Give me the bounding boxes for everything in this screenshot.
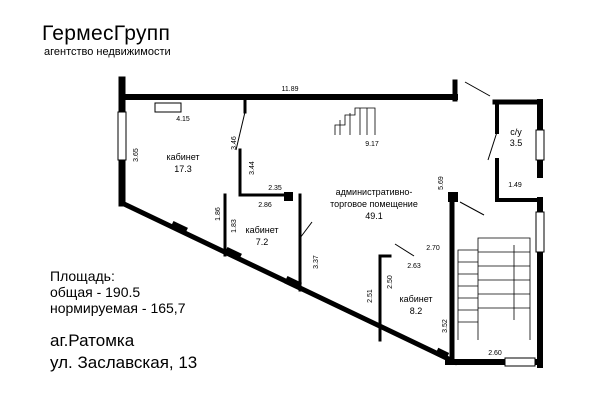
dim-top: 11.89 <box>282 86 299 93</box>
dim-365: 3.65 <box>133 148 140 162</box>
dim-270: 2.70 <box>426 245 440 252</box>
area-heading: Площадь: <box>50 268 115 284</box>
room-office-small-area: 7.2 <box>256 237 269 247</box>
brand-tagline: агентство недвижимости <box>44 46 171 58</box>
brand-name: ГермесГрупп <box>42 22 171 45</box>
room-admin-area: 49.1 <box>365 211 383 221</box>
door-swing <box>394 243 415 257</box>
window-wc <box>535 129 545 161</box>
dim-286: 2.86 <box>258 202 272 209</box>
column <box>448 192 458 202</box>
room-admin-line2: торговое помещение <box>330 199 418 209</box>
dim-917: 9.17 <box>365 141 379 148</box>
door-swing <box>299 221 313 239</box>
window-left <box>117 111 127 161</box>
dim-260: 2.60 <box>488 350 502 357</box>
stair-upper <box>334 107 376 135</box>
window-right <box>535 211 545 253</box>
door-swing <box>459 201 485 216</box>
address-city: аг.Ратомка <box>50 331 135 350</box>
dim-415: 4.15 <box>176 116 190 123</box>
dim-352: 3.52 <box>442 319 449 333</box>
wall-block <box>224 246 242 262</box>
stairs <box>334 107 531 340</box>
area-normalized: нормируемая - 165,7 <box>50 300 186 316</box>
door-swing <box>464 81 491 97</box>
wall-block <box>170 220 188 236</box>
area-total: общая - 190.5 <box>50 284 141 300</box>
dim-344: 3.44 <box>249 161 256 175</box>
door-swing <box>487 131 498 161</box>
wall-block <box>284 275 302 291</box>
dim-149: 1.49 <box>508 182 522 189</box>
room-office-right-area: 8.2 <box>410 306 423 316</box>
dim-186: 1.86 <box>215 207 222 221</box>
dim-250: 2.50 <box>387 275 394 289</box>
room-office-right-name: кабинет <box>399 294 432 304</box>
doors <box>154 81 498 257</box>
room-admin-line1: административно- <box>336 187 413 197</box>
wall-block <box>434 347 450 361</box>
dim-337: 3.37 <box>313 255 320 269</box>
wall-blocks <box>170 192 458 361</box>
dim-183: 1.83 <box>231 219 238 233</box>
desk <box>154 102 182 113</box>
dim-235: 2.35 <box>268 185 282 192</box>
address-street: ул. Заславская, 13 <box>50 353 198 372</box>
room-wc-area: 3.5 <box>510 138 523 148</box>
dim-569: 5.69 <box>438 176 445 190</box>
room-office-large-area: 17.3 <box>174 164 192 174</box>
dim-346: 3.46 <box>231 136 238 150</box>
room-office-large-name: кабинет <box>166 152 199 162</box>
column <box>284 192 293 201</box>
door-swing <box>235 111 246 151</box>
room-office-small-name: кабинет <box>245 225 278 235</box>
window-bottom <box>504 357 536 367</box>
room-wc-name: с/у <box>510 127 522 137</box>
dim-251: 2.51 <box>367 289 374 303</box>
stair-lower <box>457 237 531 340</box>
dim-263: 2.63 <box>407 263 421 270</box>
windows <box>117 111 545 367</box>
